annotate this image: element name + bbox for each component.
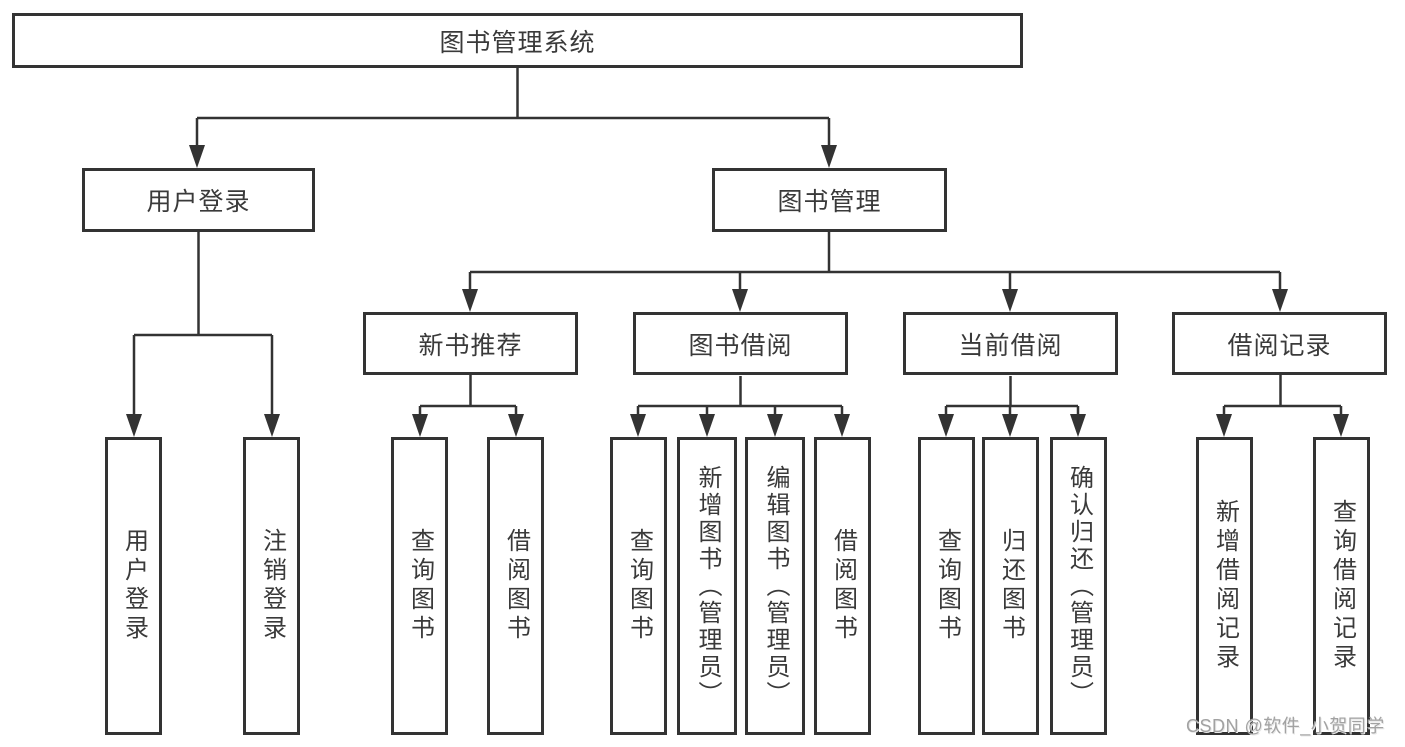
node-new-book-recommend: 新书推荐	[363, 312, 578, 375]
node-book-management: 图书管理	[712, 168, 947, 232]
leaf-edit-books-admin: 编辑图书（管理员）	[745, 437, 805, 735]
node-label: 用户登录	[146, 188, 251, 216]
csdn-watermark: CSDN @软件_小贺同学	[1186, 716, 1385, 736]
node-label: 借阅图书	[829, 528, 857, 644]
edge-current-borrowing-to-leaves	[944, 376, 1080, 421]
node-label: 新书推荐	[418, 331, 523, 360]
leaf-borrow-books-borrowing: 借阅图书	[814, 437, 871, 735]
leaf-query-books-borrowing: 查询图书	[610, 437, 667, 735]
node-label: 查询借阅记录	[1328, 499, 1356, 673]
node-label: 新增图书（管理员）	[694, 464, 721, 708]
leaf-query-borrow-record: 查询借阅记录	[1313, 437, 1370, 735]
node-book-borrowing: 图书借阅	[633, 312, 848, 375]
node-label: 新增借阅记录	[1211, 499, 1239, 673]
node-root-library-system: 图书管理系统	[12, 13, 1023, 68]
node-label: 查询图书	[933, 528, 961, 644]
node-label: 借阅记录	[1227, 331, 1332, 360]
leaf-borrow-books-recommend: 借阅图书	[487, 437, 544, 735]
node-label: 图书管理	[777, 188, 882, 216]
leaf-confirm-return-admin: 确认归还（管理员）	[1050, 437, 1107, 735]
leaf-query-books-recommend: 查询图书	[391, 437, 448, 735]
node-label: 查询图书	[406, 528, 434, 644]
leaf-add-borrow-record: 新增借阅记录	[1196, 437, 1253, 735]
node-label: 图书管理系统	[439, 28, 596, 57]
node-current-borrowing: 当前借阅	[903, 312, 1118, 375]
node-label: 确认归还（管理员）	[1065, 464, 1093, 708]
leaf-query-books-current: 查询图书	[918, 437, 975, 735]
node-label: 当前借阅	[958, 331, 1063, 360]
node-user-login: 用户登录	[82, 168, 315, 232]
node-label: 用户登录	[120, 528, 148, 644]
edge-user-login-to-leaves	[132, 232, 274, 421]
node-label: 查询图书	[625, 528, 653, 644]
leaf-return-books: 归还图书	[982, 437, 1039, 735]
node-label: 借阅图书	[502, 528, 530, 644]
node-label: 注销登录	[258, 528, 286, 644]
edge-book-borrowing-to-leaves	[636, 376, 844, 421]
edge-book-management-to-level2	[468, 232, 1282, 296]
arrowheads	[126, 145, 1349, 437]
leaf-add-books-admin: 新增图书（管理员）	[677, 437, 737, 735]
edge-borrowing-records-to-leaves	[1222, 375, 1343, 421]
node-label: 归还图书	[997, 528, 1025, 644]
node-label: 编辑图书（管理员）	[762, 464, 789, 708]
node-borrowing-records: 借阅记录	[1172, 312, 1387, 375]
edge-new-book-recommend-to-leaves	[418, 375, 518, 421]
leaf-user-login: 用户登录	[105, 437, 162, 735]
edge-root-to-level1	[195, 68, 831, 152]
node-label: 图书借阅	[688, 331, 793, 360]
leaf-logout: 注销登录	[243, 437, 300, 735]
